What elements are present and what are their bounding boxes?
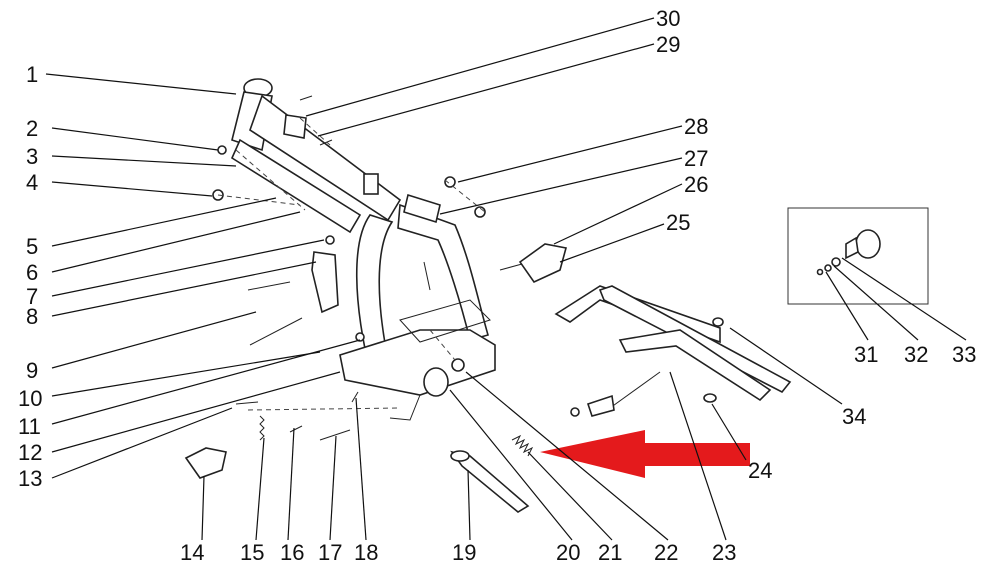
- callout-16: 16: [280, 540, 304, 565]
- callout-18: 18: [354, 540, 378, 565]
- callout-10: 10: [18, 386, 42, 411]
- callout-19: 19: [452, 540, 476, 565]
- callout-25: 25: [666, 210, 690, 235]
- callout-6: 6: [26, 260, 38, 285]
- callout-32: 32: [904, 342, 928, 367]
- callout-1: 1: [26, 62, 38, 87]
- callout-3: 3: [26, 144, 38, 169]
- frame-assembly: [184, 78, 792, 513]
- callout-24: 24: [748, 458, 772, 483]
- callout-11: 11: [18, 414, 41, 439]
- callout-27: 27: [684, 146, 708, 171]
- callout-15: 15: [240, 540, 264, 565]
- callout-21: 21: [598, 540, 622, 565]
- callout-8: 8: [26, 304, 38, 329]
- callout-5: 5: [26, 234, 38, 259]
- callout-17: 17: [318, 540, 342, 565]
- callout-9: 9: [26, 358, 38, 383]
- callout-2: 2: [26, 116, 38, 141]
- callout-12: 12: [18, 440, 42, 465]
- callout-13: 13: [18, 466, 42, 491]
- callout-22: 22: [654, 540, 678, 565]
- callout-34: 34: [842, 404, 866, 429]
- callout-labels: 1 2 3 4 5 6 7 8 9 10 11 12 13 14 15 16 1…: [18, 6, 976, 565]
- callout-14: 14: [180, 540, 204, 565]
- callout-28: 28: [684, 114, 708, 139]
- callout-30: 30: [656, 6, 680, 31]
- highlight-arrow: [540, 430, 750, 478]
- leader-lines: [45, 17, 967, 541]
- callout-7: 7: [26, 284, 38, 309]
- callout-26: 26: [684, 172, 708, 197]
- inset-detail: [787, 207, 929, 305]
- callout-33: 33: [952, 342, 976, 367]
- callout-29: 29: [656, 32, 680, 57]
- callout-20: 20: [556, 540, 580, 565]
- callout-4: 4: [26, 170, 38, 195]
- callout-31: 31: [854, 342, 878, 367]
- callout-23: 23: [712, 540, 736, 565]
